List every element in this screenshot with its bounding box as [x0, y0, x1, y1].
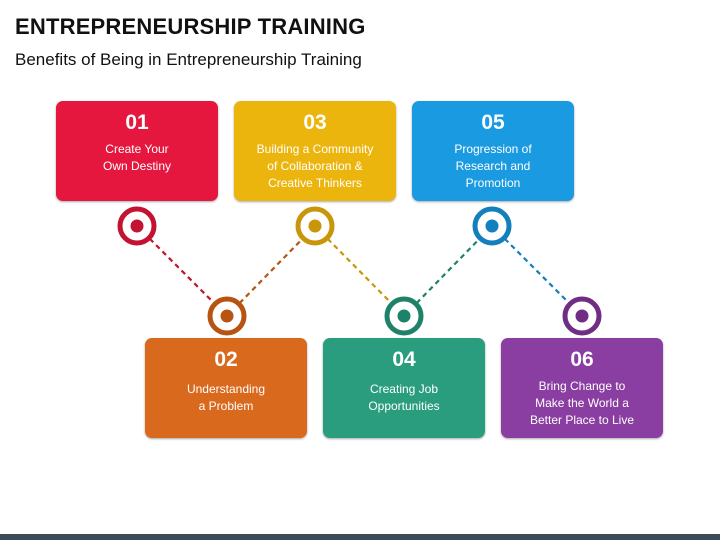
page-title: ENTREPRENEURSHIP TRAINING: [15, 14, 366, 39]
node-ring-01: [117, 206, 157, 246]
connector-line-03-04: [314, 225, 405, 317]
connector-line-05-06: [491, 225, 583, 317]
connector-line-02-03: [226, 225, 316, 317]
step-number: 02: [214, 348, 238, 371]
step-card-03: 03 Building a Community of Collaboration…: [234, 101, 396, 201]
step-card-01: 01 Create Your Own Destiny: [56, 101, 218, 201]
step-number: 03: [303, 111, 327, 134]
step-number: 04: [392, 348, 416, 371]
step-card-06: 06 Bring Change to Make the World a Bett…: [501, 338, 663, 438]
page-subtitle: Benefits of Being in Entrepreneurship Tr…: [15, 50, 362, 69]
step-description: Building a Community of Collaboration & …: [256, 142, 374, 190]
step-card-04: 04 Creating Job Opportunities: [323, 338, 485, 438]
step-number: 06: [570, 348, 594, 371]
step-description: Progression of Research and Promotion: [454, 142, 532, 190]
step-description: Bring Change to Make the World a Better …: [529, 379, 635, 427]
node-ring-02: [207, 296, 247, 336]
node-ring-03: [295, 206, 335, 246]
step-card-05: 05 Progression of Research and Promotion: [412, 101, 574, 201]
step-description: Creating Job Opportunities: [368, 382, 440, 413]
node-ring-04: [384, 296, 424, 336]
step-description: Understanding a Problem: [186, 382, 266, 413]
node-ring-06: [562, 296, 602, 336]
step-card-02: 02 Understanding a Problem: [145, 338, 307, 438]
node-ring-05: [472, 206, 512, 246]
step-description: Create Your Own Destiny: [102, 142, 172, 173]
connector-line-01-02: [136, 225, 228, 317]
connector-line-04-05: [403, 225, 493, 317]
step-number: 01: [125, 111, 149, 134]
step-number: 05: [481, 111, 505, 134]
footer-bar: [0, 534, 720, 540]
